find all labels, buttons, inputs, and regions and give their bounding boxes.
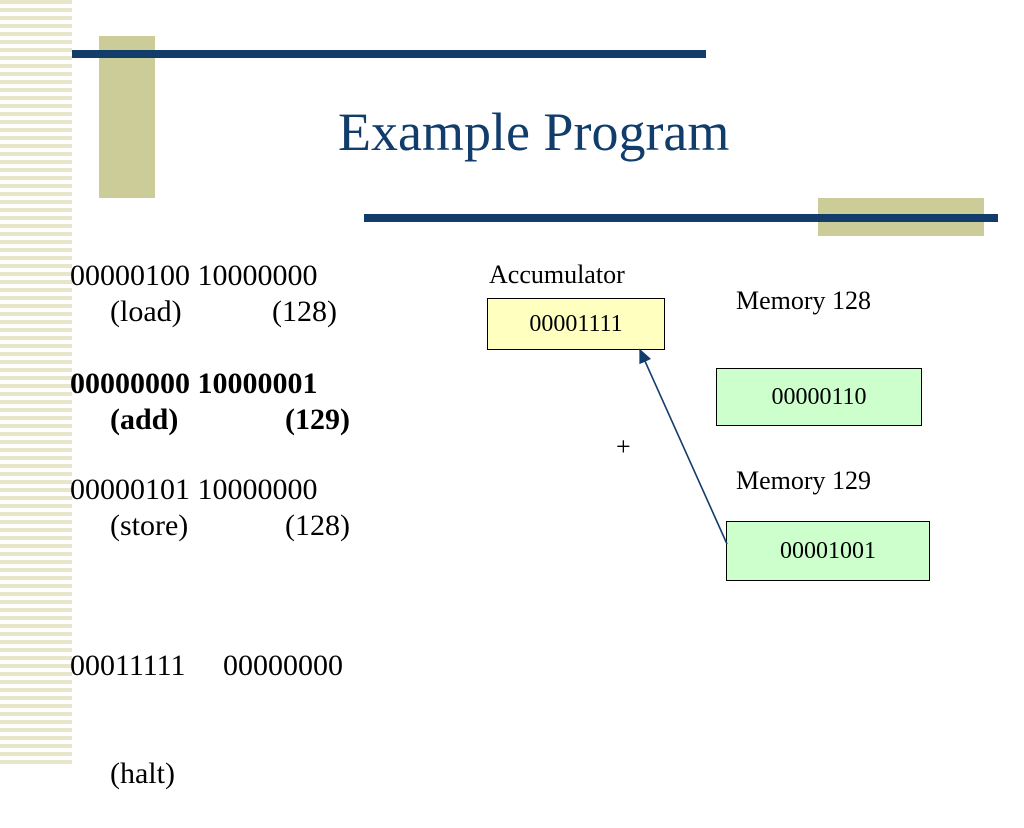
memory-129-label: Memory 129	[736, 466, 872, 495]
program-code: 00011111 00000000	[70, 649, 344, 682]
program-code: 00000101 10000000	[70, 473, 318, 506]
program-code: 00000000 10000001	[70, 367, 318, 400]
program-op: (load)	[110, 295, 182, 328]
top-rule-overlay	[72, 50, 706, 58]
decorative-stripes	[0, 0, 72, 768]
page-title: Example Program	[338, 102, 730, 162]
memory-129-box: 00001001	[726, 521, 930, 581]
program-line-add: 00000000 10000001 (add) (129)	[70, 366, 350, 438]
program-op: (add)	[110, 403, 179, 436]
program-addr: (128)	[272, 295, 337, 328]
plus-operator: +	[616, 432, 631, 461]
program-addr: (128)	[285, 509, 350, 542]
accumulator-label: Accumulator	[489, 260, 625, 289]
accumulator-box: 00001111	[487, 298, 665, 350]
memory-128-box: 00000110	[716, 368, 922, 426]
program-op: (store)	[110, 509, 189, 542]
bottom-rule	[364, 214, 998, 222]
program-op: (halt)	[110, 757, 175, 790]
tan-block-left	[99, 36, 155, 198]
program-line-halt: 00011111 00000000 (halt)	[70, 576, 343, 828]
program-code: 00000100 10000000	[70, 259, 318, 292]
program-addr: (129)	[285, 403, 350, 436]
program-line-store: 00000101 10000000 (store) (128)	[70, 472, 350, 544]
program-line-load: 00000100 10000000 (load) (128)	[70, 258, 337, 330]
memory-128-label: Memory 128	[736, 286, 872, 315]
